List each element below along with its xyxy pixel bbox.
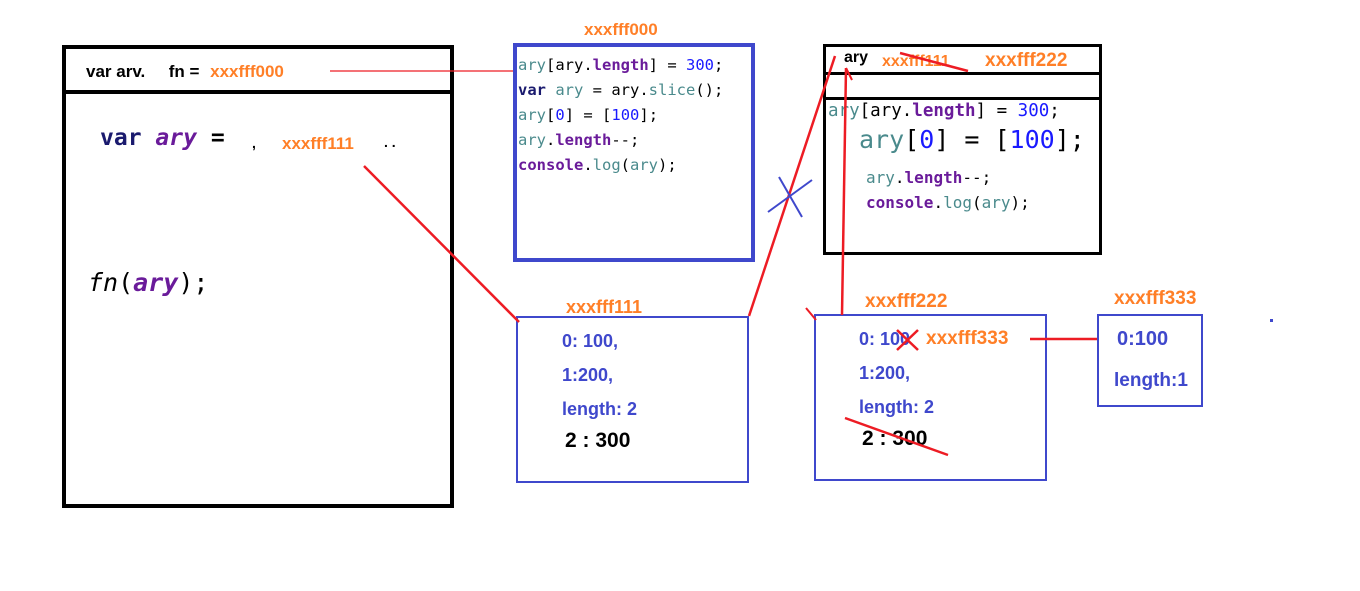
global-var-addr: xxxfff111: [282, 134, 354, 153]
var-keyword: var: [100, 125, 142, 151]
global-var-dots: . .: [384, 134, 396, 150]
heap2-extra: 2 : 300: [862, 427, 928, 450]
global-var-line: var ary =: [100, 125, 225, 151]
global-var-tick: ,: [252, 135, 256, 151]
cross-mark-a: [767, 179, 813, 213]
fh-line-1: ary[ary.length] = 300;: [518, 56, 724, 74]
call-arg: ary: [133, 268, 179, 297]
heap2-line-1: 1:200,: [859, 363, 911, 383]
global-header-prefix: var arv.: [86, 62, 146, 81]
fh-line-5: console.log(ary);: [518, 156, 677, 174]
heap2-line-0-addr: xxxfff333: [926, 328, 1009, 349]
heap2-line-0-struck: 0: [900, 329, 911, 349]
fs-code-line-4: console.log(ary);: [866, 193, 1030, 212]
heap2-address: xxxfff222: [865, 291, 948, 312]
heap3-line-0: 0:100: [1117, 328, 1169, 350]
fs-code-line-3: ary.length--;: [866, 168, 992, 187]
fh-line-2: var ary = ary.slice();: [518, 81, 724, 99]
heap2-line-0: 0: 100: [859, 329, 910, 350]
global-scope-divider: [62, 90, 454, 94]
function-scope-var-label: ary: [844, 49, 869, 66]
heap3-address: xxxfff333: [1114, 288, 1197, 309]
var-name: ary: [155, 125, 197, 151]
global-header-fn-label: fn =: [168, 62, 200, 81]
stray-dot: [1270, 319, 1273, 322]
cross-mark-b: [778, 176, 803, 218]
call-fn: fn: [88, 268, 119, 297]
fh-line-3: ary[0] = [100];: [518, 106, 659, 124]
heap1-box: [516, 316, 749, 483]
function-scope-new-addr: xxxfff222: [985, 50, 1068, 71]
heap2-line-2: length: 2: [859, 397, 934, 417]
function-scope-old-addr: xxxfff111: [882, 53, 950, 70]
heap1-address: xxxfff111: [566, 297, 643, 317]
heap1-line-0: 0: 100,: [562, 331, 619, 351]
fh-line-4: ary.length--;: [518, 131, 640, 149]
heap2-box: [814, 314, 1047, 481]
fs-code-line-2: ary[0] = [100];: [859, 125, 1085, 154]
heap1-extra: 2 : 300: [565, 429, 631, 452]
function-scope-divider-2: [823, 97, 1102, 100]
function-heap-code: ary[ary.length] = 300; var ary = ary.sli…: [518, 53, 723, 178]
global-header: var arv. fn = xxxfff000: [86, 62, 284, 82]
global-header-fn-addr: xxxfff000: [210, 62, 284, 81]
function-heap-address: xxxfff000: [584, 20, 658, 39]
call-close: );: [178, 268, 209, 297]
fs-code-line-1: ary[ary.length] = 300;: [828, 101, 1060, 121]
heap1-line-2: length: 2: [562, 399, 637, 419]
call-open: (: [118, 268, 134, 297]
global-call-line: fn(ary);: [88, 268, 208, 297]
var-equals: =: [210, 125, 225, 151]
heap3-box: [1097, 314, 1203, 407]
heap2-line-0-prefix: 0: 10: [859, 329, 901, 349]
heap3-line-1: length:1: [1114, 370, 1188, 391]
heap1-line-1: 1:200,: [562, 365, 614, 385]
function-scope-divider-1: [823, 72, 1102, 75]
